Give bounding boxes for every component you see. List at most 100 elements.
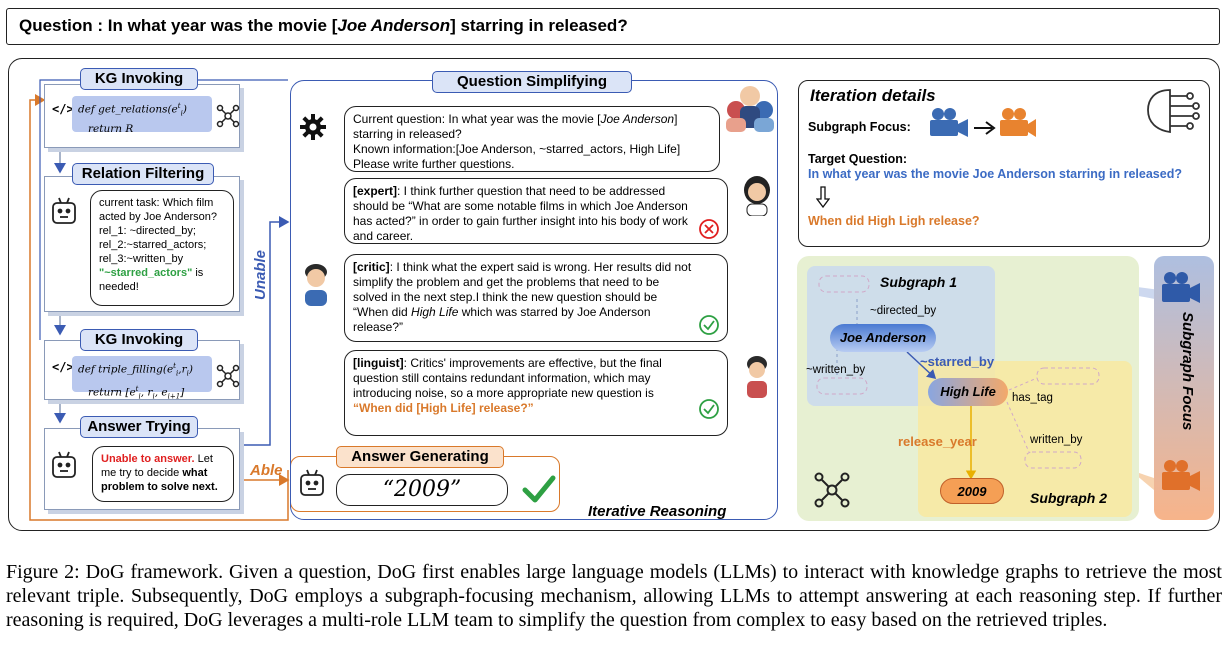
camera-icon-orange [1162, 460, 1200, 491]
knowledge-graph-icon-2 [216, 364, 240, 388]
kg-invoking-title-2: KG Invoking [80, 329, 198, 351]
subgraph-focus-label: Subgraph Focus: [808, 120, 911, 134]
robot-icon-2 [52, 451, 76, 478]
subgraph-1-label: Subgraph 1 [880, 274, 958, 290]
unable-text: Unable to answer. [101, 453, 195, 465]
question-simplifying-title: Question Simplifying [432, 71, 632, 93]
question-entity: Joe Anderson [337, 16, 451, 35]
expert-avatar [744, 176, 770, 216]
tf-code: def triple_filling(e [78, 363, 174, 376]
relation-filtering-bubble: current task: Which film acted by Joe An… [90, 190, 234, 306]
linguist-bubble: [linguist]: Critics' improvements are ef… [344, 350, 728, 436]
node-2009: 2009 [940, 478, 1004, 504]
tf-code-end: ) [188, 363, 193, 376]
critic-text2: which was starred by Joe Anderson releas… [353, 305, 651, 334]
check-icon [522, 475, 556, 503]
iteration-details-panel [798, 80, 1210, 247]
new-question: When did High Ligh release? [808, 214, 980, 228]
framework-frame [8, 58, 1220, 531]
edge-starred-by: ~starred_by [920, 354, 995, 369]
code-return: return R [88, 122, 134, 135]
expert-bubble: [expert]: I think further question that … [344, 178, 728, 244]
host-entity: Joe Anderson [600, 112, 675, 126]
team-icon [726, 86, 774, 132]
camera-icon-blue [1162, 272, 1200, 303]
unable-label: Unable [252, 249, 269, 300]
node-high-life: High Life [928, 378, 1008, 406]
edge-written-by-1: ~written_by [806, 364, 866, 376]
expert-text: : I think further question that need to … [353, 184, 688, 243]
target-question: In what year was the movie Joe Anderson … [808, 167, 1182, 181]
triple-filling-code: def triple_filling(eti,ri) return [eti, … [72, 356, 212, 400]
linguist-highlight: “When did [High Life] release?” [353, 401, 534, 415]
figure-caption: Figure 2: DoG framework. Given a questio… [6, 561, 1222, 631]
code-icon-2: </> [52, 360, 74, 374]
host-bubble: Current question: In what year was the m… [344, 106, 720, 172]
iteration-title: Iteration details [810, 86, 936, 105]
host-l3: Known information:[Joe Anderson, ~starre… [353, 142, 681, 156]
code-text-end: ) [182, 103, 187, 116]
code-text: def get_relations(e [78, 103, 178, 116]
get-relations-code: def get_relations(eti) return R [72, 96, 212, 135]
at-text: Let me try to decide [101, 453, 213, 479]
check-circle-icon [699, 315, 719, 335]
rf-highlight: "~starred_actors" [99, 267, 193, 279]
code-icon: </> [52, 102, 74, 116]
tf-return-end: , e [154, 386, 168, 399]
critic-bubble: [critic]: I think what the expert said i… [344, 254, 728, 342]
host-l2: starring in released? [353, 127, 462, 141]
at-bold: what problem to solve next. [101, 467, 218, 493]
relation-filtering-title: Relation Filtering [72, 163, 214, 185]
rf-last: needed! [99, 281, 139, 293]
kg-invoking-title-1: KG Invoking [80, 68, 198, 90]
question-prefix: Question : In what year was the movie [ [19, 16, 338, 35]
knowledge-graph-icon-3 [814, 472, 850, 508]
camera-transition-icons [930, 108, 1036, 137]
rf-line-2: acted by Joe Anderson? [99, 211, 218, 223]
subgraph-2-label: Subgraph 2 [1030, 490, 1108, 506]
critic-text1: : I think what the expert said is wrong.… [353, 260, 692, 319]
rf-line-1: current task: Which film [99, 197, 214, 209]
node-joe-anderson: Joe Anderson [830, 324, 936, 352]
question-suffix: ] starring in released? [450, 16, 628, 35]
linguist-avatar [747, 356, 767, 398]
target-question-label: Target Question: [808, 152, 908, 166]
edge-written-by-2: written_by [1030, 434, 1083, 446]
answer-generating-title: Answer Generating [336, 446, 504, 468]
code-sup: t [177, 102, 181, 110]
rf-after: is [192, 267, 204, 279]
knowledge-graph-icon [216, 104, 240, 128]
rf-line-4: rel_2:~starred_actors; [99, 239, 207, 251]
question-bar: Question : In what year was the movie [J… [6, 8, 1220, 45]
edge-has-tag: has_tag [1012, 392, 1053, 404]
cross-icon [699, 219, 719, 239]
check-circle-icon-2 [699, 399, 719, 419]
host-l4: Please write further questions. [353, 157, 515, 171]
tf-return-mid: , r [140, 386, 153, 399]
tf-return-close: ] [180, 386, 185, 399]
expert-role: [expert] [353, 184, 398, 198]
host-l1-end: ] [674, 112, 678, 126]
linguist-role: [linguist] [353, 356, 404, 370]
subgraph-edges [816, 275, 1100, 480]
subgraph-focus-label-vertical: Subgraph Focus [1179, 312, 1196, 431]
answer-trying-title: Answer Trying [80, 416, 198, 438]
critic-role: [critic] [353, 260, 390, 274]
edge-release-year: release_year [898, 434, 977, 449]
down-arrow-icon [816, 186, 830, 208]
linguist-text: : Critics' improvements are effective, b… [353, 356, 662, 400]
gear-icon [300, 114, 326, 140]
code-sub: i [180, 109, 183, 118]
robot-icon-3 [300, 469, 324, 496]
critic-italic: High Life [411, 305, 459, 319]
able-label: Able [250, 462, 283, 479]
answer-trying-bubble: Unable to answer. Let me try to decide w… [92, 446, 234, 502]
rf-line-3: rel_1: ~directed_by; [99, 225, 196, 237]
iterative-reasoning-label: Iterative Reasoning [588, 503, 727, 520]
robot-icon [52, 197, 76, 224]
rf-line-5: rel_3:~written_by [99, 253, 184, 265]
critic-avatar [305, 264, 327, 306]
tf-return: return [e [88, 386, 136, 399]
answer-bubble: “2009” [336, 474, 508, 506]
ai-brain-icon [1147, 89, 1200, 134]
